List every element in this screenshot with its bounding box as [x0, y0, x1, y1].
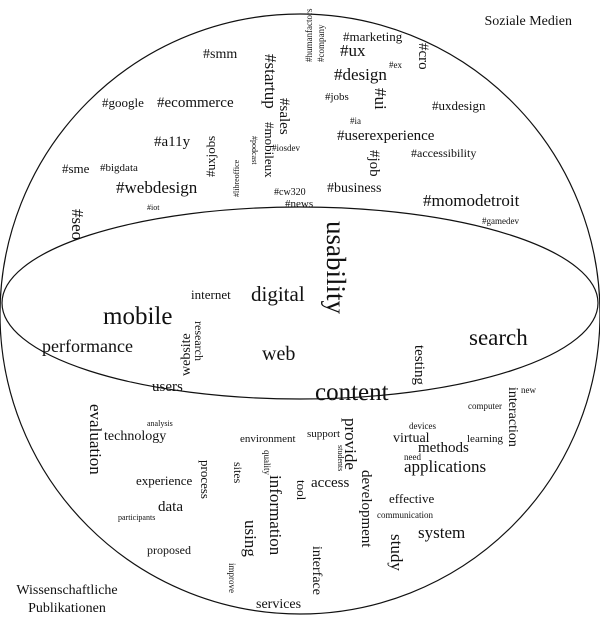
term-internet: internet [191, 287, 231, 302]
term-uxdesign: #uxdesign [432, 98, 486, 113]
term-iot: #iot [147, 203, 160, 212]
term-startup: #startup [261, 54, 280, 109]
term-accessibility: #accessibility [411, 146, 476, 160]
term-webdesign: #webdesign [116, 178, 198, 197]
term-mobileux: #mobileux [262, 122, 277, 178]
term-gamedev: #gamedev [482, 216, 519, 226]
term-system: system [418, 523, 465, 542]
term-marketing: #marketing [343, 29, 403, 44]
term-proposed: proposed [147, 543, 191, 557]
scientific-label-line-1: Wissenschaftliche [16, 583, 118, 598]
social-media-region: #humanfactors #company #marketing #ux #s… [62, 8, 520, 240]
term-cw320: #cw320 [274, 187, 306, 198]
term-google: #google [102, 95, 144, 110]
social-media-label: Soziale Medien [484, 14, 572, 29]
term-process: process [198, 460, 213, 499]
term-momodetroit: #momodetroit [423, 191, 520, 210]
term-userexperience: #userexperience [337, 128, 435, 144]
term-ecommerce: #ecommerce [157, 95, 234, 111]
term-podcast: #podcast [250, 136, 259, 165]
term-search: search [469, 325, 528, 350]
term-business: #business [327, 181, 381, 196]
term-job: #job [366, 150, 382, 177]
term-study: study [387, 534, 406, 571]
scientific-publications-label: Wissenschaftliche Publikationen [6, 582, 128, 618]
term-virtual: virtual [393, 431, 430, 446]
term-iosdev: #iosdev [272, 143, 300, 153]
term-applications: applications [404, 457, 486, 476]
term-a11y: #a11y [154, 134, 191, 150]
term-ex: #ex [389, 60, 402, 70]
term-data: data [158, 499, 183, 515]
term-performance: performance [42, 336, 133, 356]
term-information: information [266, 475, 285, 556]
term-users: users [152, 379, 183, 395]
shared-terms-region: usability digital internet mobile perfor… [42, 221, 528, 406]
term-ux: #ux [340, 41, 366, 60]
term-sales: #sales [276, 98, 292, 135]
term-content: content [315, 379, 389, 406]
term-using: using [241, 520, 260, 557]
term-participants: participants [118, 513, 155, 522]
term-improve: improve [227, 563, 237, 593]
term-jobs: #jobs [325, 91, 349, 103]
term-digital: digital [251, 282, 305, 306]
term-bigdata: #bigdata [100, 162, 138, 174]
term-interaction: interaction [505, 387, 520, 447]
term-effective: effective [389, 491, 434, 506]
term-computer: computer [468, 401, 502, 411]
term-humanfactors: #humanfactors [304, 8, 314, 62]
term-environment: environment [240, 433, 296, 445]
term-tool: tool [294, 480, 309, 501]
term-need: need [404, 452, 421, 462]
term-support: support [307, 428, 340, 440]
term-methods: methods [418, 440, 469, 456]
term-ia: #ia [350, 116, 361, 126]
term-seo: #seo [68, 209, 87, 240]
term-website: website [179, 333, 194, 376]
term-devices: devices [409, 421, 436, 431]
term-sites: sites [231, 462, 245, 484]
term-cro: #cro [415, 43, 431, 70]
term-smm: #smm [203, 47, 237, 62]
term-testing: testing [411, 345, 427, 385]
term-company: #company [316, 24, 326, 62]
term-libreoffice: #libreoffice [232, 159, 241, 197]
term-experience: experience [136, 473, 193, 488]
term-sme: #sme [62, 161, 90, 176]
term-news: #news [285, 198, 313, 210]
term-provide: provide [341, 418, 360, 470]
sphere-outline [0, 13, 600, 615]
term-access: access [311, 475, 349, 491]
term-communication: communication [377, 510, 433, 520]
term-services: services [256, 597, 301, 612]
term-quality: quality [262, 450, 272, 475]
term-research: research [192, 321, 206, 361]
term-mobile: mobile [103, 303, 172, 330]
term-uxjobs: #uxjobs [203, 136, 218, 177]
term-usability: usability [321, 221, 351, 314]
scientific-label-line-2: Publikationen [28, 601, 106, 616]
scientific-region: new computer interaction analysis techno… [86, 385, 536, 612]
term-technology: technology [104, 429, 166, 444]
term-development: development [358, 470, 374, 548]
term-ui: #ui [371, 88, 390, 110]
term-analysis: analysis [147, 419, 173, 428]
equator-ellipse [1, 206, 599, 400]
term-new: new [521, 385, 536, 395]
term-design: #design [334, 65, 387, 84]
term-web: web [262, 343, 295, 365]
term-learning: learning [467, 433, 504, 445]
term-evaluation: evaluation [86, 404, 105, 475]
term-students: students [336, 445, 345, 471]
term-interface: interface [309, 546, 324, 595]
